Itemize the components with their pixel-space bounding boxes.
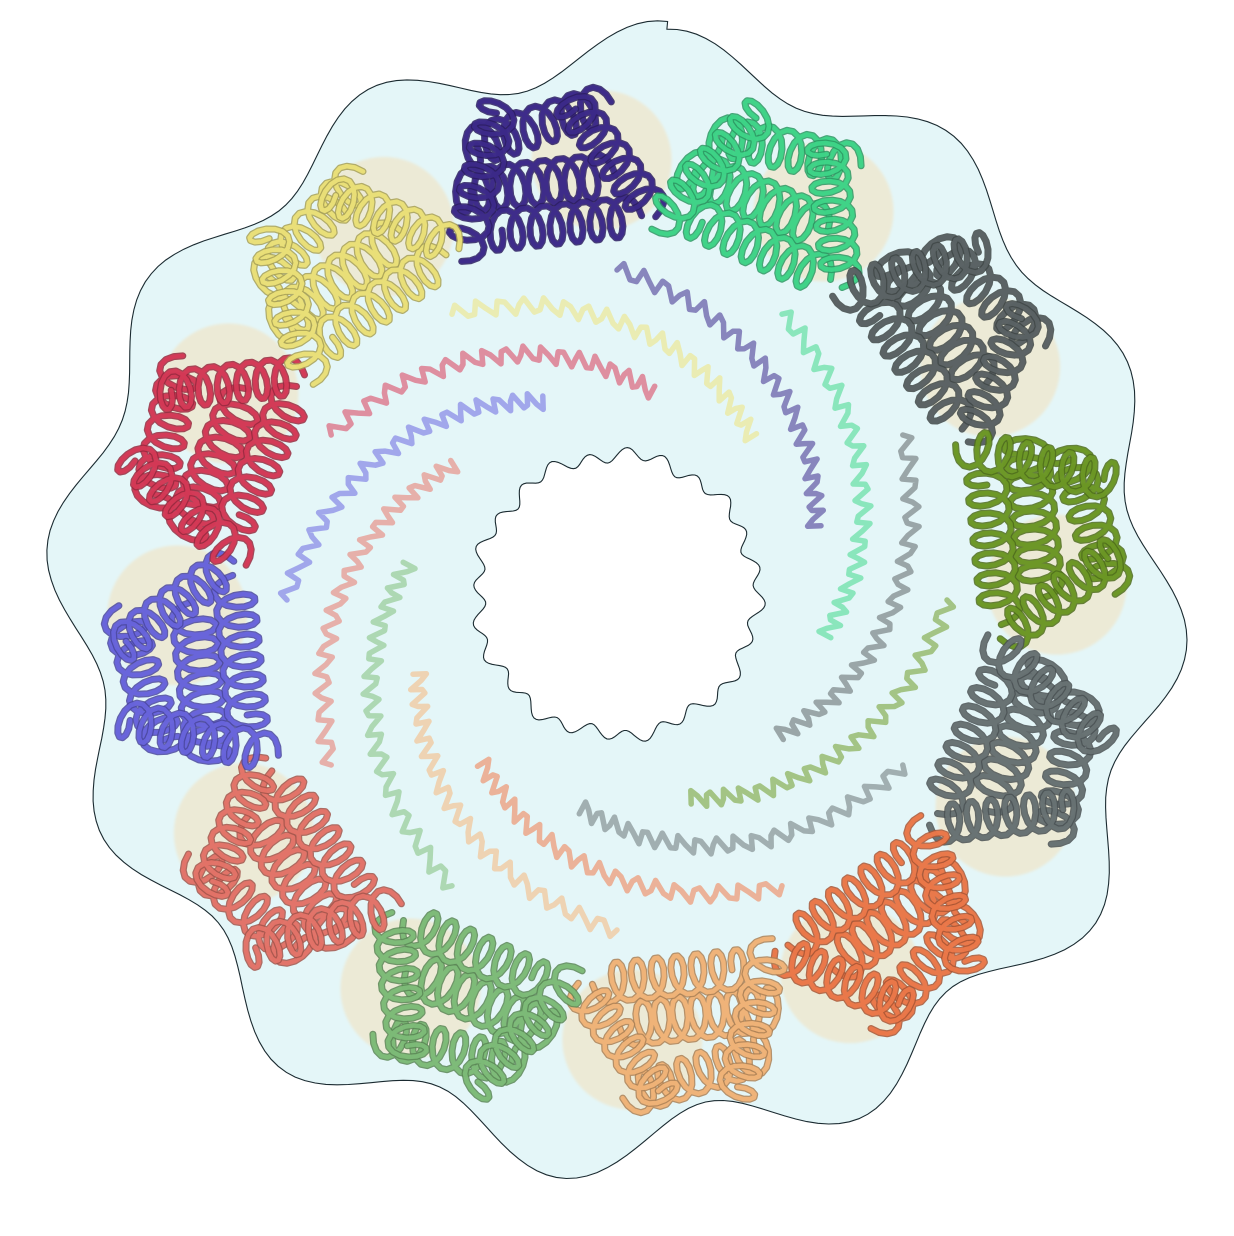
linker-helix — [773, 432, 922, 743]
helix-ribbon — [958, 301, 1041, 446]
helix-ribbon — [447, 98, 517, 264]
helix-ribbon — [318, 176, 463, 259]
helix-ribbon — [111, 551, 237, 663]
subunit-mint — [648, 97, 865, 291]
helix-ribbon — [980, 632, 1119, 755]
central-pore — [472, 447, 766, 742]
pore-opening — [472, 447, 766, 742]
helix-ribbon — [590, 947, 747, 1005]
linker-helix — [407, 671, 620, 940]
helix-ribbon — [317, 244, 449, 360]
subunit-periwinkle — [100, 549, 282, 771]
helix-ribbon — [115, 445, 254, 568]
helix-ribbon — [997, 537, 1123, 649]
helix-ribbon — [169, 599, 232, 764]
helix-ribbon — [237, 811, 361, 951]
linker-helix — [326, 343, 658, 438]
helix-ribbon — [973, 656, 1068, 815]
helix-ribbon — [212, 573, 270, 730]
inner-helix-ring — [277, 260, 957, 940]
helix-ribbon — [462, 963, 585, 1102]
linker-helix — [576, 762, 908, 857]
helix-ribbon — [554, 94, 666, 220]
helix-ribbon — [261, 768, 377, 900]
helix-ribbon — [785, 840, 917, 956]
linker-helix — [277, 390, 546, 603]
helix-ribbon — [243, 887, 404, 970]
helix-ribbon — [568, 980, 680, 1106]
subunit-olive — [952, 429, 1134, 651]
helix-ribbon — [771, 941, 916, 1024]
helix-ribbon — [400, 910, 551, 998]
subunit-orange — [770, 812, 988, 1038]
linker-helix — [614, 260, 827, 529]
helix-ribbon — [453, 152, 618, 215]
subunit-dark-gray — [829, 229, 1055, 447]
helix-ribbon — [649, 98, 772, 237]
helix-ribbon — [616, 985, 781, 1048]
helix-ribbon — [166, 385, 261, 544]
helix-ribbon — [964, 470, 1022, 627]
linker-helix — [312, 457, 461, 768]
helix-ribbon — [115, 700, 281, 770]
helix-ribbon — [828, 856, 968, 980]
linker-helix — [449, 295, 760, 444]
helix-ribbon — [247, 226, 330, 387]
helix-ribbon — [487, 195, 644, 253]
helix-ribbon — [372, 910, 429, 1060]
subunit-crimson — [114, 352, 308, 569]
helix-ribbon — [683, 202, 834, 290]
helix-ribbon — [402, 956, 561, 1051]
linker-helix — [688, 597, 957, 810]
helix-ribbon — [857, 300, 973, 432]
subunit-slate — [926, 631, 1120, 848]
helix-ribbon — [673, 149, 832, 244]
linker-helix — [474, 756, 785, 905]
helix-ribbon — [873, 249, 997, 389]
helix-ribbon — [1002, 436, 1065, 601]
helical-subunits — [100, 83, 1134, 1117]
helix-ribbon — [805, 140, 862, 290]
helix-ribbon — [953, 430, 1119, 500]
helix-ribbon — [927, 666, 1015, 817]
linker-helix — [360, 559, 455, 891]
subunit-peach — [566, 935, 788, 1117]
subunit-salmon — [179, 753, 405, 971]
helix-ribbon — [830, 230, 991, 313]
subunit-sage — [369, 909, 586, 1103]
helix-ribbon — [904, 813, 987, 974]
subunit-indigo — [446, 83, 668, 265]
helix-ribbon — [193, 754, 276, 899]
helix-ribbon — [927, 788, 1077, 845]
helix-ribbon — [157, 355, 307, 412]
subunit-butter — [246, 162, 464, 388]
helix-ribbon — [219, 383, 307, 534]
helix-ribbon — [266, 220, 406, 344]
helix-ribbon — [717, 936, 787, 1102]
linker-helix — [779, 309, 874, 641]
